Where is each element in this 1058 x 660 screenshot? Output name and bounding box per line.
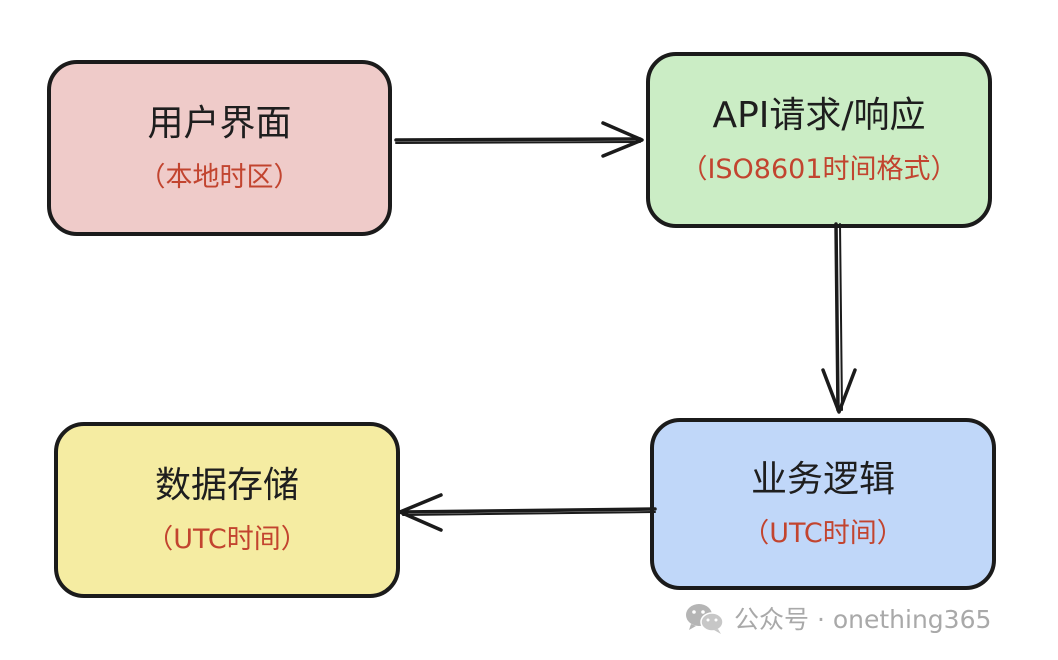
node-subtitle: （ISO8601时间格式） [680, 153, 958, 185]
node-title: 业务逻辑 [750, 458, 895, 500]
arrow-biz-to-db [398, 493, 657, 532]
arrow-api-to-biz [821, 222, 857, 414]
node-subtitle: （UTC时间） [146, 523, 308, 555]
node-title: 用户界面 [147, 102, 292, 144]
node-user-interface: 用户界面 （本地时区） [47, 60, 392, 236]
node-subtitle: （本地时区） [138, 161, 301, 193]
arrow-ui-to-api [394, 121, 644, 158]
watermark-text: 公众号 · onething365 [734, 605, 992, 634]
node-subtitle: （UTC时间） [742, 517, 904, 549]
node-title: 数据存储 [154, 464, 299, 506]
wechat-icon [684, 601, 726, 635]
watermark: 公众号 · onething365 [684, 600, 991, 636]
node-title: API请求/响应 [712, 94, 926, 136]
node-business-logic: 业务逻辑 （UTC时间） [650, 418, 996, 590]
node-data-storage: 数据存储 （UTC时间） [54, 422, 400, 598]
node-api-request-response: API请求/响应 （ISO8601时间格式） [646, 52, 992, 228]
